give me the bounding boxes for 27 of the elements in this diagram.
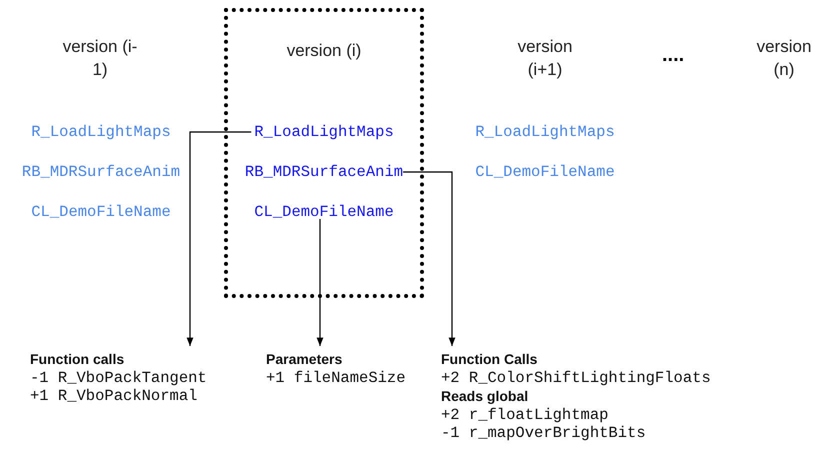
ellipsis: .... xyxy=(662,44,684,67)
version-heading: version (i) xyxy=(286,40,362,62)
arrow xyxy=(316,219,324,346)
change-item: +2 r_floatLightmap xyxy=(441,406,610,424)
change-item: +1 fileNameSize xyxy=(266,368,406,387)
dotted-frame xyxy=(224,8,424,298)
change-item: -1 r_mapOverBrightBits xyxy=(441,424,647,442)
change-item: -1 R_VboPackTangent xyxy=(30,368,207,387)
function-name: R_LoadLightMaps xyxy=(31,123,171,141)
function-name: CL_DemoFileName xyxy=(31,203,171,221)
change-heading: Reads global xyxy=(441,387,530,406)
arrow xyxy=(186,131,252,346)
function-name: RB_MDRSurfaceAnim xyxy=(22,163,180,181)
function-name: R_LoadLightMaps xyxy=(254,123,394,141)
change-heading: Function Calls xyxy=(441,350,538,368)
function-name: RB_MDRSurfaceAnim xyxy=(244,163,404,181)
function-name: R_LoadLightMaps xyxy=(475,123,615,141)
change-item: +2 R_ColorShiftLightingFloats xyxy=(441,368,711,387)
function-name: CL_DemoFileName xyxy=(475,163,615,181)
version-heading: version (i-1) xyxy=(62,36,138,81)
version-heading: version (n) xyxy=(756,36,812,81)
function-name: CL_DemoFileName xyxy=(254,203,394,221)
version-heading: version (i+1) xyxy=(516,36,574,81)
change-item: +1 R_VboPackNormal xyxy=(30,387,198,406)
change-heading: Parameters xyxy=(266,350,344,368)
change-heading: Function calls xyxy=(30,350,126,368)
arrow xyxy=(403,171,456,346)
